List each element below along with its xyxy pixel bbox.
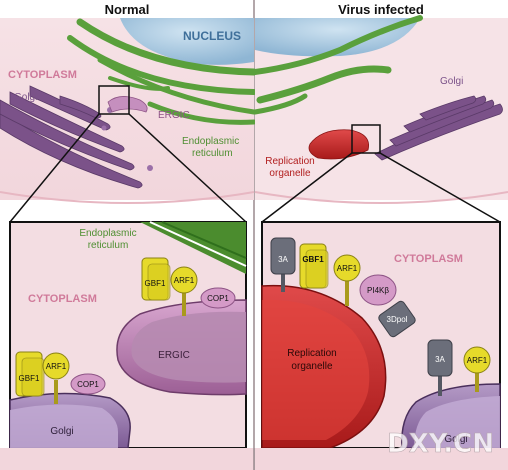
bottom-strip	[0, 448, 508, 470]
er-label-zoom-line1: Endoplasmic	[79, 228, 136, 239]
pi4k-protein	[359, 274, 397, 306]
er-label-top-line1: Endoplasmic	[182, 136, 239, 147]
arf1-protein-right-top	[333, 254, 361, 282]
cytoplasm-label-top: CYTOPLASM	[8, 69, 77, 81]
protein-3a-bottom-label: 3A	[435, 355, 445, 364]
arf1-label-b: ARF1	[46, 362, 67, 371]
arf1-label-right-bottom: ARF1	[467, 356, 488, 365]
virus-infected-header: Virus infected	[338, 2, 424, 17]
normal-header: Normal	[105, 2, 150, 17]
ergic-label-top: ERGIC	[158, 110, 190, 121]
arf1-protein-a	[170, 266, 198, 294]
protein-3dpol	[378, 300, 416, 338]
golgi-label-top-right: Golgi	[440, 76, 463, 87]
arf1-protein-right-bottom	[463, 346, 491, 374]
er-strands	[67, 18, 258, 125]
er-label-zoom-line2: reticulum	[88, 240, 129, 251]
arf1-protein-b	[42, 352, 70, 380]
golgi-label-top-left: Golgi	[14, 92, 37, 103]
protein-3dpol-label: 3Dpol	[387, 315, 408, 324]
ergic-shape-top	[107, 96, 148, 113]
right-overview-panel: Golgi Replication organelle	[252, 15, 508, 204]
ro-label-zoom-line2: organelle	[291, 361, 333, 372]
cop1-label-a: COP1	[207, 294, 229, 303]
replication-organelle-top	[308, 129, 369, 160]
cop1-label-b: COP1	[77, 380, 99, 389]
arf1-label-a: ARF1	[174, 276, 195, 285]
gbf1-label-right: GBF1	[302, 255, 324, 264]
protein-3a-bottom	[427, 339, 453, 377]
left-zoom-panel: Endoplasmic reticulum CYTOPLASM GBF1 ARF…	[9, 221, 247, 449]
nucleus-shape-right	[255, 18, 420, 57]
er-membrane-zoom	[140, 222, 246, 274]
pi4k-label: PI4Kβ	[367, 286, 389, 295]
protein-3a-top	[270, 237, 296, 275]
cop1-protein-b	[70, 373, 106, 395]
golgi-label-zoom-left: Golgi	[50, 426, 73, 437]
ro-label-top-line1: Replication	[265, 156, 314, 167]
ro-label-top-line2: organelle	[269, 168, 311, 179]
gbf1-label-b: GBF1	[19, 374, 40, 383]
cop1-protein-a	[200, 287, 236, 309]
ergic-label-zoom: ERGIC	[158, 350, 190, 361]
nucleus-shape	[120, 18, 254, 65]
watermark-text: DXY.CN	[387, 429, 494, 459]
protein-3a-top-label: 3A	[278, 255, 288, 264]
golgi-stack-right	[374, 95, 503, 161]
gbf1-label-a: GBF1	[145, 279, 166, 288]
nucleus-label: NUCLEUS	[183, 29, 241, 43]
zoom-box-right	[351, 124, 381, 154]
cytoplasm-label-zoom-left: CYTOPLASM	[28, 293, 97, 305]
cytoplasm-label-zoom-right: CYTOPLASM	[394, 253, 463, 265]
zoom-box-left	[98, 85, 130, 115]
er-strands-right	[252, 15, 423, 115]
right-zoom-panel: CYTOPLASM 3A GBF1 ARF1 PI4Kβ 3Dpol Repli…	[261, 221, 501, 449]
left-overview-panel: NUCLEUS CYTOPLASM Golgi ERGIC Endoplasmi…	[0, 18, 258, 204]
zoom-connectors	[9, 113, 501, 223]
golgi-stack-left	[0, 85, 143, 189]
arf1-label-right-top: ARF1	[337, 264, 358, 273]
golgi-label-zoom-right: Golgi	[444, 434, 467, 445]
er-label-top-line2: reticulum	[192, 148, 233, 159]
ro-label-zoom-line1: Replication	[287, 348, 336, 359]
